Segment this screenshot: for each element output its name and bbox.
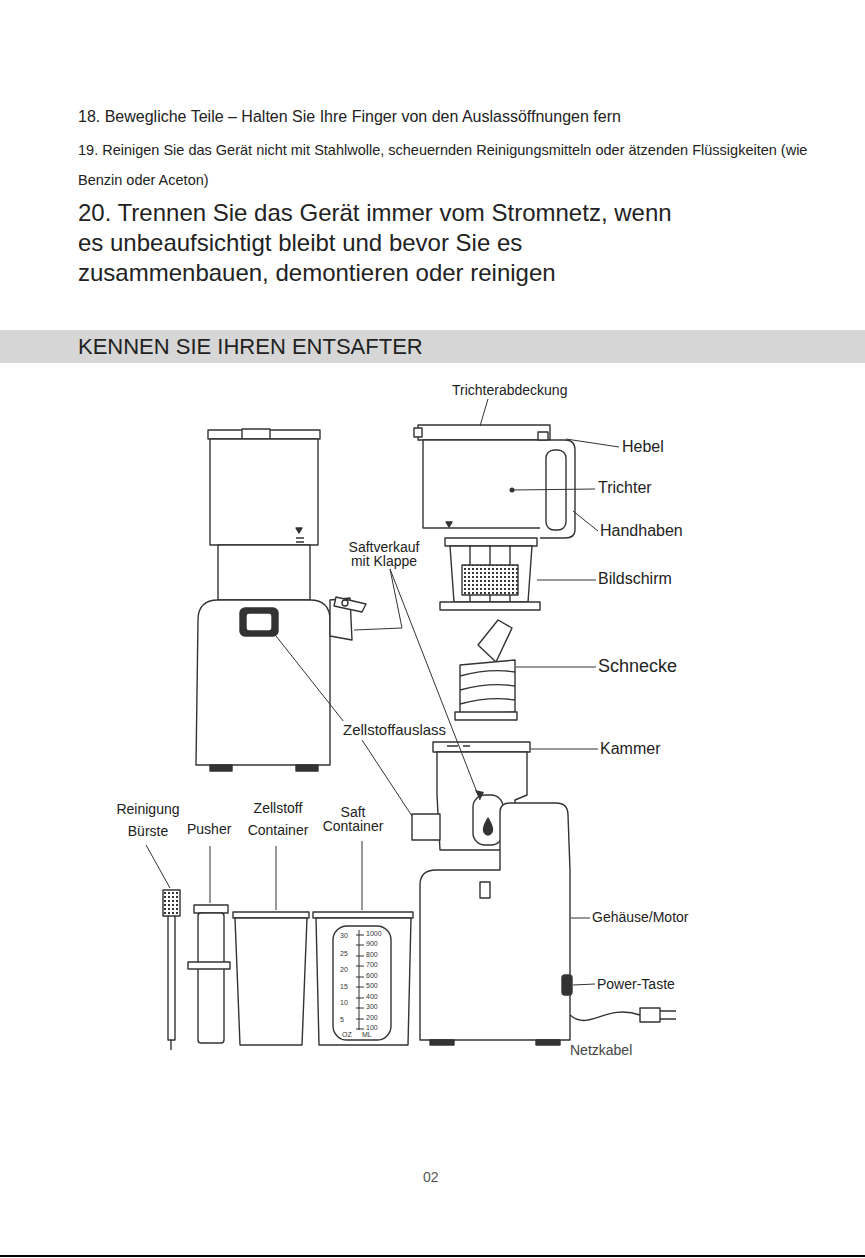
part-label: Netzkabel	[570, 1041, 632, 1059]
scale-unit: OZ	[342, 1031, 352, 1039]
section-band: KENNEN SIE IHREN ENTSAFTER	[0, 330, 865, 363]
scale-mark: 300	[366, 1003, 378, 1011]
part-label: Saft Container	[316, 805, 390, 833]
part-label: Power-Taste	[597, 975, 675, 993]
page-number: 02	[423, 1168, 439, 1186]
part-label: Gehäuse/Motor	[592, 908, 689, 926]
safety-note: 19. Reinigen Sie das Gerät nicht mit Sta…	[78, 135, 848, 195]
scale-mark: 600	[366, 972, 378, 980]
part-label: Trichter	[598, 478, 652, 498]
scale-mark: 20	[340, 966, 348, 974]
part-label: Pusher	[187, 820, 231, 838]
scale-mark: 15	[340, 983, 348, 991]
part-label: Bildschirm	[598, 569, 672, 589]
scale-mark: 700	[366, 961, 378, 969]
scale-mark: 500	[366, 982, 378, 990]
section-heading: KENNEN SIE IHREN ENTSAFTER	[78, 330, 865, 363]
part-label: Zellstoff Container	[242, 797, 314, 841]
part-label: Handhaben	[600, 521, 683, 541]
scale-mark: 10	[340, 999, 348, 1007]
part-label: Saftverkauf mit Klappe	[338, 540, 430, 568]
safety-note: 18. Bewegliche Teile – Halten Sie Ihre F…	[78, 107, 621, 127]
scale-mark: 1000	[366, 930, 382, 938]
scale-mark: 25	[340, 950, 348, 958]
scale-mark: 900	[366, 940, 378, 948]
scale-mark: 800	[366, 951, 378, 959]
part-label: Kammer	[600, 739, 660, 759]
scale-unit: ML	[362, 1031, 372, 1039]
part-label: Hebel	[622, 437, 664, 457]
scale-mark: 5	[340, 1016, 344, 1024]
safety-note: 20. Trennen Sie das Gerät immer vom Stro…	[78, 198, 678, 288]
scale-mark: 200	[366, 1014, 378, 1022]
part-label: Trichterabdeckung	[452, 381, 567, 399]
part-label: Reinigung Bürste	[112, 798, 184, 842]
scale-mark: 400	[366, 993, 378, 1001]
part-label: Zellstoffauslass	[343, 721, 446, 739]
scale-mark: 30	[340, 932, 348, 940]
part-label: Schnecke	[598, 655, 677, 677]
